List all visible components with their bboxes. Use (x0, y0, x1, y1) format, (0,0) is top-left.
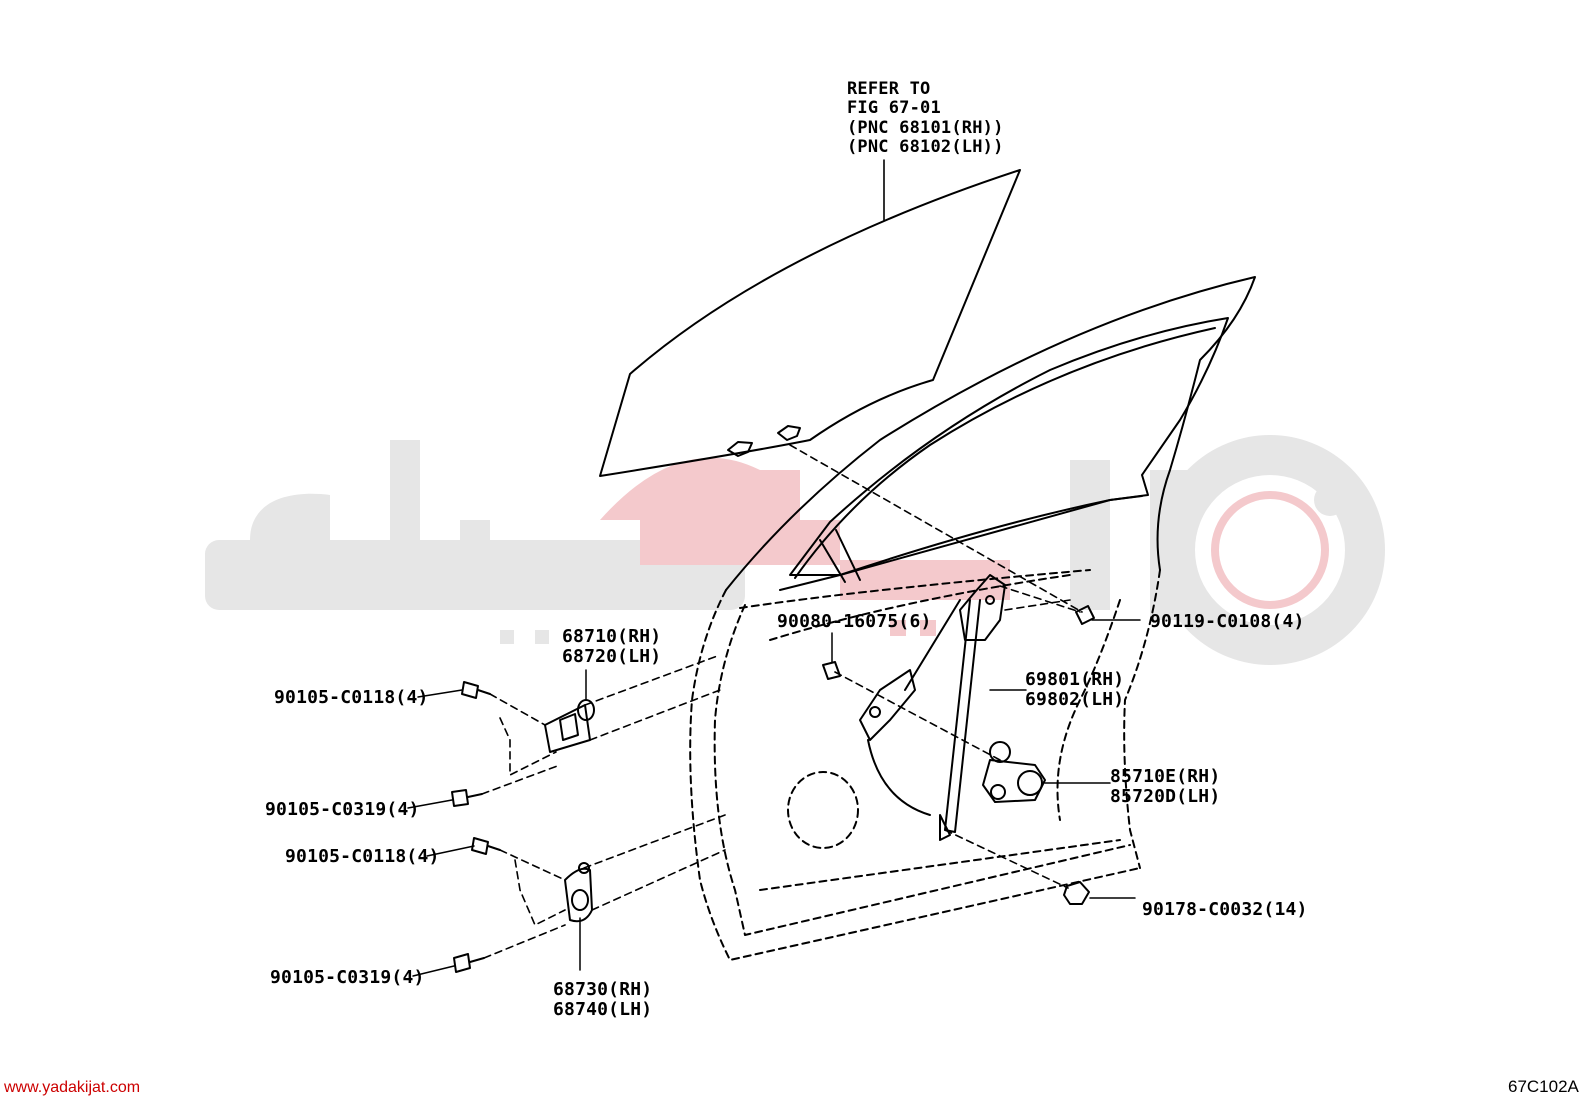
upper-hinge (544, 699, 595, 753)
part-label-69801[interactable]: 69801(RH) (1025, 669, 1125, 690)
bolt-upper-b (451, 789, 483, 807)
bolt-upper-a (461, 681, 491, 699)
part-label-68720[interactable]: 68720(LH) (562, 646, 662, 667)
reference-line-4: (PNC 68102(LH)) (847, 137, 1004, 157)
hinge-guide-lines (481, 654, 726, 959)
glass-clip-right (777, 425, 801, 441)
door-belt-line (779, 495, 1143, 591)
regulator-guide-lines (789, 444, 1083, 889)
door-frame-inner-upper (789, 317, 1229, 576)
reference-line-3: (PNC 68101(RH)) (847, 118, 1004, 138)
part-label-68710[interactable]: 68710(RH) (562, 626, 662, 647)
reference-line-1: REFER TO (847, 79, 931, 99)
part-label-68740[interactable]: 68740(LH) (553, 999, 653, 1020)
watermark-logo (205, 435, 1385, 665)
door-frame-window (794, 327, 1216, 579)
door-panel-body (689, 569, 1161, 961)
part-label-90105-c0319-lower[interactable]: 90105-C0319(4) (270, 967, 425, 988)
nut (1063, 881, 1090, 905)
door-glass (599, 169, 1021, 477)
part-label-69802[interactable]: 69802(LH) (1025, 689, 1125, 710)
website-link[interactable]: www.yadakijat.com (4, 1079, 141, 1096)
door-frame-outer (725, 276, 1256, 591)
leader-lines (407, 619, 1141, 977)
reference-line-2: FIG 67-01 (847, 98, 941, 118)
part-label-90105-c0319-upper[interactable]: 90105-C0319(4) (265, 799, 420, 820)
window-regulator (859, 574, 1006, 841)
bolt-lower-a (471, 837, 501, 855)
part-label-90105-c0118-upper[interactable]: 90105-C0118(4) (274, 687, 429, 708)
part-label-85720d[interactable]: 85720D(LH) (1110, 786, 1221, 807)
bolt-lower-b (453, 953, 485, 973)
regulator-motor (982, 741, 1046, 803)
part-label-85710e[interactable]: 85710E(RH) (1110, 766, 1221, 787)
bolt-regulator (822, 661, 841, 680)
lower-hinge (564, 862, 593, 923)
bolt-glass (1075, 605, 1095, 625)
part-label-90105-c0118-lower[interactable]: 90105-C0118(4) (285, 846, 440, 867)
door-pillar (819, 529, 861, 583)
figure-code: 67C102A (1508, 1077, 1579, 1096)
part-label-90119-c0108[interactable]: 90119-C0108(4) (1150, 611, 1305, 632)
part-label-90080-16075[interactable]: 90080-16075(6) (777, 611, 932, 632)
part-label-68730[interactable]: 68730(RH) (553, 979, 653, 1000)
part-label-90178-c0032[interactable]: 90178-C0032(14) (1142, 899, 1308, 920)
glass-clip-left (727, 441, 753, 457)
